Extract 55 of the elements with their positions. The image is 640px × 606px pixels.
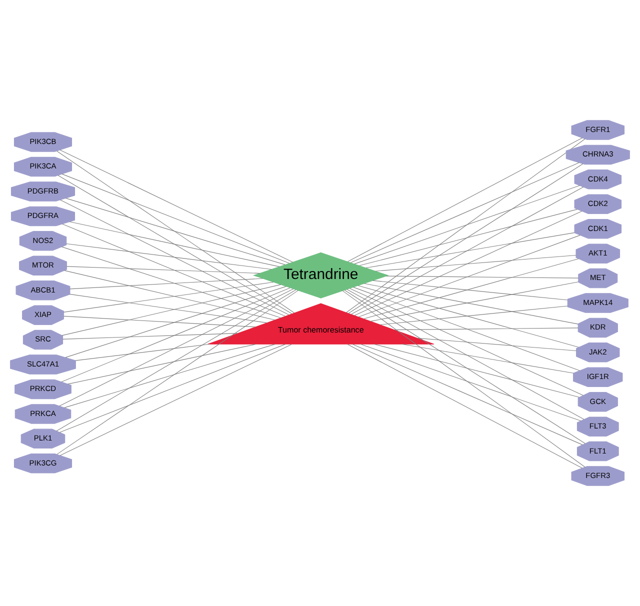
connector xyxy=(354,185,580,264)
connector xyxy=(358,234,580,318)
connector xyxy=(346,138,586,313)
connector xyxy=(386,276,579,278)
connector xyxy=(380,306,568,326)
connector xyxy=(401,344,574,374)
connector xyxy=(56,150,295,314)
connector xyxy=(63,282,274,312)
connector xyxy=(347,138,583,262)
connector xyxy=(62,224,286,316)
connector xyxy=(353,286,580,371)
connector xyxy=(66,266,260,274)
connector xyxy=(350,162,580,263)
connector xyxy=(366,232,575,268)
connector xyxy=(58,175,292,314)
connector xyxy=(69,221,280,267)
connector xyxy=(61,246,282,318)
connector xyxy=(59,344,286,433)
connector xyxy=(75,344,210,361)
connector xyxy=(60,150,294,262)
connector xyxy=(61,288,290,382)
connector xyxy=(358,285,580,348)
connector xyxy=(346,289,584,420)
connector xyxy=(372,280,568,300)
connector xyxy=(375,254,576,272)
connector xyxy=(348,164,584,314)
connector xyxy=(62,174,290,264)
connector xyxy=(62,333,238,340)
connector xyxy=(352,344,583,446)
connector xyxy=(417,338,577,352)
connector xyxy=(374,344,580,398)
connector xyxy=(358,209,578,266)
node-diamond: Tetrandrine xyxy=(252,252,389,298)
connector xyxy=(346,344,583,468)
connector xyxy=(394,328,578,330)
connector xyxy=(65,286,286,358)
connector xyxy=(56,290,298,455)
connector xyxy=(60,200,290,316)
connector xyxy=(64,270,276,320)
connector xyxy=(350,288,584,396)
connector xyxy=(354,210,582,316)
connector xyxy=(59,288,294,406)
connector xyxy=(66,243,272,270)
connector xyxy=(70,294,268,324)
connector xyxy=(63,316,256,328)
connector xyxy=(70,278,264,290)
connector xyxy=(56,289,296,432)
connector xyxy=(363,258,579,320)
connector xyxy=(350,186,584,315)
connector xyxy=(65,198,286,265)
connector xyxy=(360,344,582,422)
connector xyxy=(62,284,282,336)
connector xyxy=(68,344,257,384)
connector xyxy=(60,344,292,456)
connector xyxy=(64,344,276,408)
